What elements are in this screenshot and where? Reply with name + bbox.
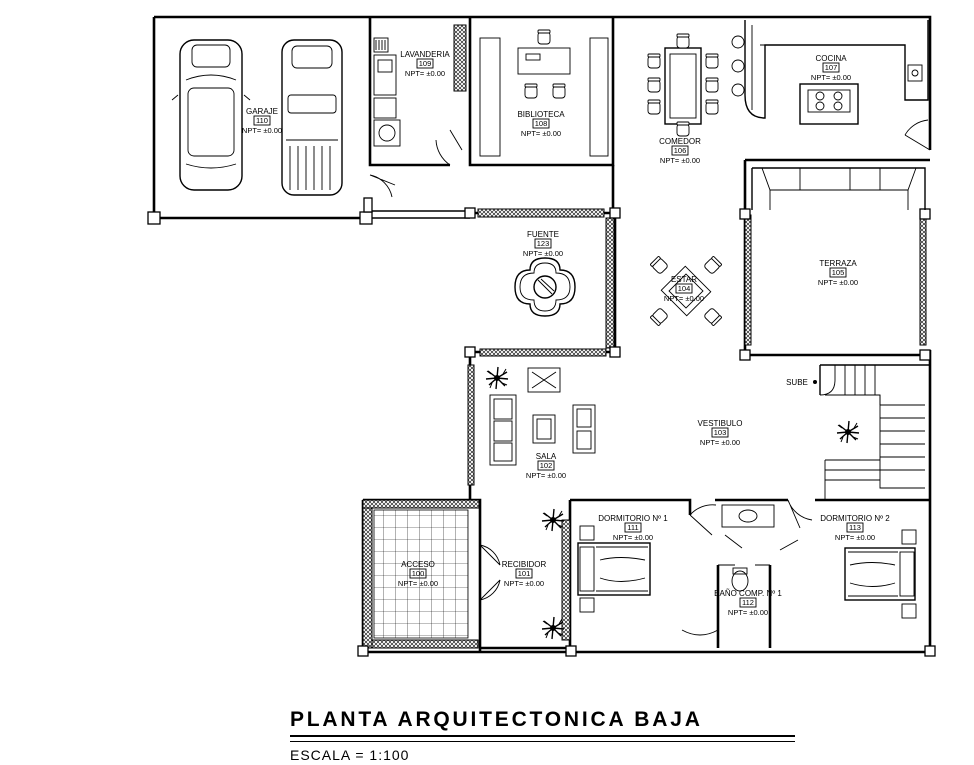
room-label-cocina: COCINA 107 NPT= ±0.00 xyxy=(811,54,851,82)
svg-text:NPT= ±0.00: NPT= ±0.00 xyxy=(811,73,851,82)
svg-text:NPT= ±0.00: NPT= ±0.00 xyxy=(660,156,700,165)
title-underline xyxy=(290,735,795,737)
svg-text:109: 109 xyxy=(419,59,432,68)
svg-text:GARAJE: GARAJE xyxy=(246,107,278,116)
plant-icon xyxy=(541,508,565,532)
room-label-dormitorio-1: DORMITORIO Nº 1 111 NPT= ±0.00 xyxy=(598,514,668,542)
svg-text:110: 110 xyxy=(256,116,268,125)
plant-icon xyxy=(485,366,509,390)
svg-text:NPT= ±0.00: NPT= ±0.00 xyxy=(521,129,561,138)
svg-text:113: 113 xyxy=(849,523,861,532)
title-block: PLANTA ARQUITECTONICA BAJA ESCALA = 1:10… xyxy=(290,708,810,763)
svg-text:102: 102 xyxy=(540,461,553,470)
plant-icon xyxy=(541,616,565,640)
svg-text:NPT= ±0.00: NPT= ±0.00 xyxy=(504,579,544,588)
svg-text:111: 111 xyxy=(627,523,638,532)
svg-text:123: 123 xyxy=(537,239,550,248)
room-label-terraza: TERRAZA 105 NPT= ±0.00 xyxy=(818,259,858,287)
staircase xyxy=(813,365,925,500)
svg-text:COMEDOR: COMEDOR xyxy=(659,137,701,146)
svg-text:NPT= ±0.00: NPT= ±0.00 xyxy=(405,69,445,78)
room-label-biblioteca: BIBLIOTECA 108 NPT= ±0.00 xyxy=(517,110,565,138)
svg-text:100: 100 xyxy=(412,569,425,578)
kitchen-counter xyxy=(731,20,931,151)
svg-text:NPT= ±0.00: NPT= ±0.00 xyxy=(700,438,740,447)
svg-text:NPT= ±0.00: NPT= ±0.00 xyxy=(818,278,858,287)
entry-doors xyxy=(479,544,501,601)
svg-text:COCINA: COCINA xyxy=(815,54,847,63)
floor-plan: GARAJE 110 NPT= ±0.00 LAVANDERIA 109 NPT… xyxy=(147,15,936,657)
plant-icon xyxy=(836,420,860,444)
svg-text:TERRAZA: TERRAZA xyxy=(819,259,857,268)
svg-text:NPT= ±0.00: NPT= ±0.00 xyxy=(526,471,566,480)
svg-text:NPT= ±0.00: NPT= ±0.00 xyxy=(664,294,704,303)
svg-text:RECIBIDOR: RECIBIDOR xyxy=(502,560,547,569)
svg-text:NPT= ±0.00: NPT= ±0.00 xyxy=(835,533,875,542)
svg-text:ACCESO: ACCESO xyxy=(401,560,435,569)
columns xyxy=(147,207,936,657)
svg-text:112: 112 xyxy=(742,598,754,607)
svg-text:NPT= ±0.00: NPT= ±0.00 xyxy=(728,608,768,617)
svg-text:104: 104 xyxy=(678,284,691,293)
living-room-furniture xyxy=(489,367,596,466)
svg-text:BIBLIOTECA: BIBLIOTECA xyxy=(517,110,565,119)
drawing-title: PLANTA ARQUITECTONICA BAJA xyxy=(290,708,703,731)
room-label-lavanderia: LAVANDERIA 109 NPT= ±0.00 xyxy=(400,50,450,78)
svg-text:NPT= ±0.00: NPT= ±0.00 xyxy=(398,579,438,588)
room-label-fuente: FUENTE 123 NPT= ±0.00 xyxy=(523,230,563,258)
svg-text:105: 105 xyxy=(832,268,845,277)
fountain-icon xyxy=(514,257,576,317)
garage-door-swing xyxy=(369,174,396,198)
bed-1-icon xyxy=(577,525,651,613)
room-label-comedor: COMEDOR 106 NPT= ±0.00 xyxy=(659,137,701,165)
svg-text:LAVANDERIA: LAVANDERIA xyxy=(400,50,450,59)
room-label-estar: ESTAR 104 NPT= ±0.00 xyxy=(664,275,704,303)
title-underline-thin xyxy=(290,741,795,742)
bathroom-fixtures xyxy=(681,499,813,636)
svg-text:SALA: SALA xyxy=(536,452,557,461)
svg-text:DORMITORIO Nº 1: DORMITORIO Nº 1 xyxy=(598,514,668,523)
svg-text:107: 107 xyxy=(825,63,838,72)
truck-right-icon xyxy=(281,39,343,196)
room-label-garaje: GARAJE 110 NPT= ±0.00 xyxy=(242,107,282,135)
room-label-dormitorio-2: DORMITORIO Nº 2 113 NPT= ±0.00 xyxy=(820,514,890,542)
library-furniture xyxy=(479,29,609,157)
room-label-sala: SALA 102 NPT= ±0.00 xyxy=(526,452,566,480)
room-label-vestibulo: VESTIBULO 103 NPT= ±0.00 xyxy=(698,419,743,447)
room-label-acceso: ACCESO 100 NPT= ±0.00 xyxy=(398,560,438,588)
svg-text:ESTAR: ESTAR xyxy=(671,275,697,284)
dining-table xyxy=(647,33,719,137)
svg-text:101: 101 xyxy=(518,569,531,578)
svg-text:BAÑO COMP. Nº 1: BAÑO COMP. Nº 1 xyxy=(714,589,782,598)
access-tile-floor xyxy=(373,509,469,639)
svg-text:VESTIBULO: VESTIBULO xyxy=(698,419,743,428)
hatched-walls xyxy=(362,24,927,649)
room-label-recibidor: RECIBIDOR 101 NPT= ±0.00 xyxy=(502,560,547,588)
sitting-table xyxy=(649,255,723,327)
svg-text:DORMITORIO Nº 2: DORMITORIO Nº 2 xyxy=(820,514,890,523)
stair-up-label: SUBE xyxy=(786,378,808,387)
svg-text:108: 108 xyxy=(535,119,548,128)
svg-text:NPT= ±0.00: NPT= ±0.00 xyxy=(613,533,653,542)
laundry-fixtures xyxy=(373,37,463,166)
room-label-bano: BAÑO COMP. Nº 1 112 NPT= ±0.00 xyxy=(714,589,782,617)
bed-2-icon xyxy=(844,529,917,619)
svg-text:NPT= ±0.00: NPT= ±0.00 xyxy=(242,126,282,135)
drawing-scale: ESCALA = 1:100 xyxy=(290,747,410,763)
car-left-icon xyxy=(171,39,251,191)
svg-text:106: 106 xyxy=(674,146,687,155)
svg-text:NPT= ±0.00: NPT= ±0.00 xyxy=(523,249,563,258)
svg-text:103: 103 xyxy=(714,428,727,437)
svg-text:FUENTE: FUENTE xyxy=(527,230,559,239)
terrace-bench xyxy=(751,167,926,210)
